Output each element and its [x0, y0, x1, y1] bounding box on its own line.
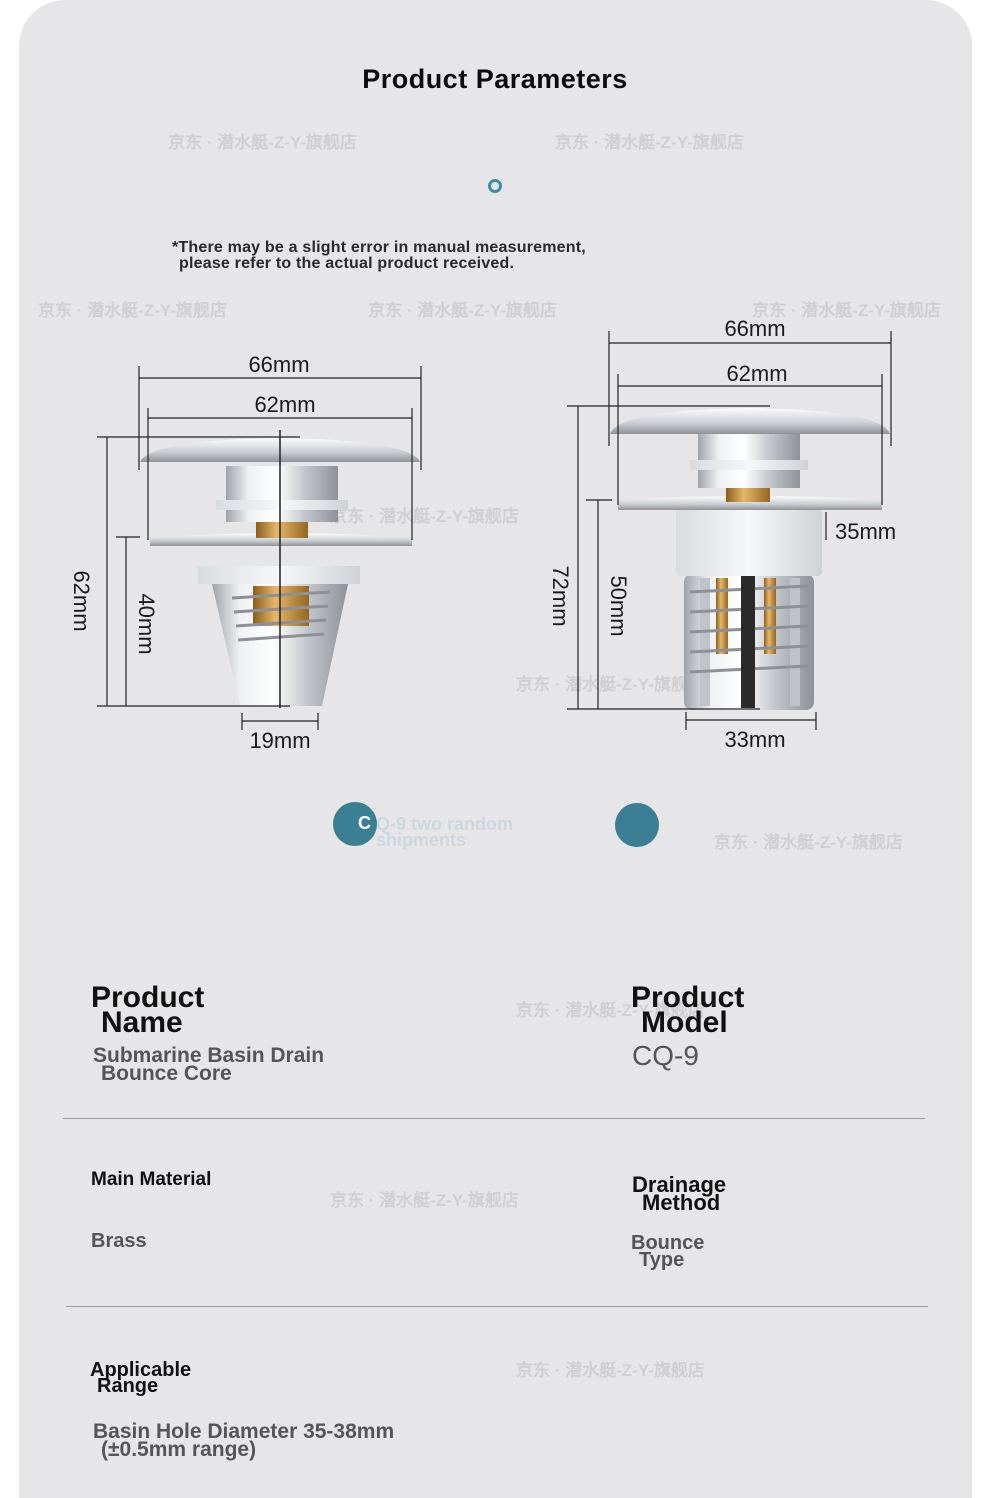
- variant-note-letter: C: [358, 813, 371, 833]
- left-bottom-width-label: 19mm: [249, 728, 310, 753]
- product-model-label: Product Model: [631, 983, 744, 1039]
- right-drain-illustration: [610, 408, 890, 710]
- watermark: 京东 · 潜水艇-Z-Y-旗舰店: [516, 1361, 705, 1380]
- variant-note-faint-line-1: Q-9 two random: [376, 814, 514, 834]
- product-name-value: Submarine Basin Drain Bounce Core: [93, 1044, 325, 1085]
- right-cap-width-label: 62mm: [726, 361, 787, 386]
- product-name-label: Product Name: [91, 983, 204, 1039]
- product-name-label-2: Name: [101, 1005, 183, 1039]
- left-total-height-label: 62mm: [69, 570, 94, 631]
- divider: [63, 1118, 925, 1119]
- product-model-label-2: Model: [641, 1005, 728, 1039]
- watermark: 京东 · 潜水艇-Z-Y-旗舰店: [555, 133, 744, 152]
- product-model-value: CQ-9: [632, 1040, 699, 1071]
- drainage-method-value: Bounce Type: [631, 1232, 705, 1271]
- product-name-value-2: Bounce Core: [101, 1061, 232, 1085]
- variant-dot-left: [333, 802, 377, 846]
- right-neck-width-label: 35mm: [835, 519, 896, 544]
- drainage-method-value-1: Bounce: [631, 1232, 705, 1254]
- watermark: 京东 · 潜水艇-Z-Y-旗舰店: [330, 507, 519, 526]
- drainage-method-value-2: Type: [639, 1249, 685, 1271]
- left-dimension-lines: [97, 366, 422, 730]
- variant-dot-right: [615, 803, 659, 847]
- drainage-method-label-1: Drainage: [632, 1172, 727, 1197]
- left-drain-illustration: [140, 430, 420, 708]
- watermark: 京东 · 潜水艇-Z-Y-旗舰店: [168, 133, 357, 152]
- main-material-value: Brass: [91, 1230, 147, 1252]
- right-top-width-label: 66mm: [724, 316, 785, 341]
- left-cap-width-label: 62mm: [254, 392, 315, 417]
- watermark: 京东 · 潜水艇-Z-Y-旗舰店: [752, 301, 941, 320]
- parameter-card: [19, 0, 972, 1498]
- left-top-width-label: 66mm: [248, 352, 309, 377]
- applicable-range-label-1: Applicable: [90, 1359, 192, 1381]
- main-material-label: Main Material: [91, 1169, 212, 1190]
- applicable-range-value-1: Basin Hole Diameter 35-38mm: [93, 1420, 395, 1443]
- watermark: 京东 · 潜水艇-Z-Y-旗舰店: [516, 1001, 705, 1020]
- right-body-height-label: 50mm: [606, 575, 631, 636]
- right-bottom-width-label: 33mm: [724, 727, 785, 752]
- watermark: 京东 · 潜水艇-Z-Y-旗舰店: [714, 833, 903, 852]
- applicable-range-label-2: Range: [97, 1375, 159, 1398]
- divider: [66, 1306, 928, 1307]
- variant-note-faint: Q-9 two random shipments: [376, 814, 514, 850]
- drainage-method-label: Drainage Method: [632, 1174, 726, 1216]
- applicable-range-value: Basin Hole Diameter 35-38mm (±0.5mm rang…: [93, 1420, 395, 1461]
- drainage-method-label-2: Method: [642, 1190, 721, 1216]
- watermark: 京东 · 潜水艇-Z-Y-旗舰店: [38, 301, 227, 320]
- product-name-label-1: Product: [91, 981, 205, 1014]
- product-name-value-1: Submarine Basin Drain: [93, 1044, 325, 1067]
- ring-icon: [488, 179, 502, 193]
- applicable-range-value-2: (±0.5mm range): [101, 1437, 257, 1461]
- watermark: 京东 · 潜水艇-Z-Y-旗舰店: [368, 301, 557, 320]
- watermark: 京东 · 潜水艇-Z-Y-旗舰店: [516, 675, 705, 694]
- page-title: Product Parameters: [362, 64, 628, 94]
- product-model-label-1: Product: [631, 981, 745, 1014]
- variant-note-faint-line-2: shipments: [376, 830, 467, 850]
- measurement-note: *There may be a slight error in manual m…: [172, 240, 586, 272]
- note-line-2: please refer to the actual product recei…: [179, 255, 515, 272]
- left-body-height-label: 40mm: [134, 593, 159, 654]
- applicable-range-label: Applicable Range: [90, 1359, 192, 1398]
- watermark: 京东 · 潜水艇-Z-Y-旗舰店: [330, 1191, 519, 1210]
- dimension-diagrams: 66mm 62mm 62mm 40mm 19mm: [69, 316, 896, 753]
- note-line-1: *There may be a slight error in manual m…: [172, 239, 586, 256]
- right-dimension-lines: [567, 331, 892, 730]
- right-total-height-label: 72mm: [548, 565, 573, 626]
